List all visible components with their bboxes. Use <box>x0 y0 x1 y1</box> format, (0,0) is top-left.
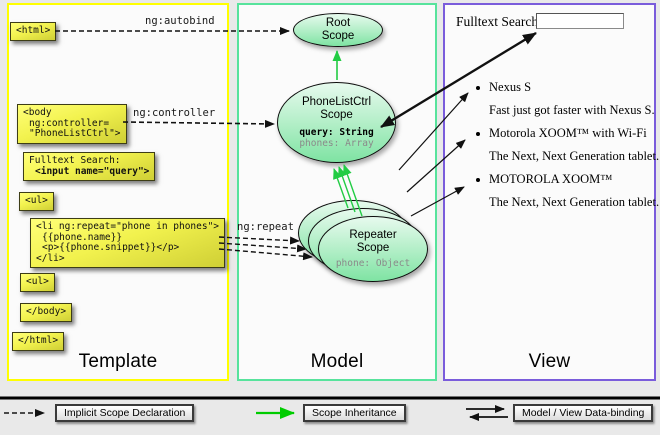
ng-repeat-label: ng:repeat <box>237 221 294 233</box>
code-box-html-close: </html> <box>12 332 65 351</box>
fulltext-search-label: Fulltext Search: <box>456 14 542 29</box>
legend-model-view-data-binding: Model / View Data-binding <box>513 404 654 422</box>
model-panel-label: Model <box>310 351 364 372</box>
bullet-icon <box>476 132 480 136</box>
view-panel-label: View <box>528 351 571 372</box>
phonelistctrl-scope-ellipse: PhoneListCtrl Scope query: String phones… <box>277 82 396 163</box>
phone-snippet: The Next, Next Generation tablet. <box>489 195 660 209</box>
template-panel-label: Template <box>78 351 158 372</box>
phone-snippet: Fast just got faster with Nexus S. <box>489 103 655 117</box>
code-box-ul-close: <ul> <box>20 273 55 292</box>
fulltext-search-input[interactable] <box>536 13 624 29</box>
code-box-body-close: </body> <box>20 303 73 322</box>
phone-name: Motorola XOOM™ with Wi-Fi <box>489 126 647 140</box>
phone-snippet: The Next, Next Generation tablet. <box>489 149 660 163</box>
bullet-icon <box>476 86 480 90</box>
legend-scope-inheritance: Scope Inheritance <box>303 404 406 422</box>
ng-autobind-label: ng:autobind <box>145 15 215 27</box>
code-box-fulltext-input: Fulltext Search: <input name="query"> <box>23 152 156 181</box>
ng-controller-label: ng:controller <box>133 107 216 119</box>
phone-name: MOTOROLA XOOM™ <box>489 172 613 186</box>
legend-implicit-scope-declaration: Implicit Scope Declaration <box>55 404 195 422</box>
model-panel: Model <box>237 3 437 381</box>
phone-name: Nexus S <box>489 80 532 94</box>
repeater-scope-ellipse: Repeater Scope phone: Object <box>318 216 428 282</box>
bullet-icon <box>476 178 480 182</box>
view-panel: View <box>443 3 656 381</box>
code-box-html-open: <html> <box>10 22 57 41</box>
root-scope-ellipse: Root Scope <box>293 13 383 47</box>
code-box-li-repeat: <li ng:repeat="phone in phones"> {{phone… <box>30 218 226 268</box>
code-box-ul-open: <ul> <box>19 192 54 211</box>
code-box-body-open: <body ng:controller= "PhoneListCtrl"> <box>17 104 127 144</box>
